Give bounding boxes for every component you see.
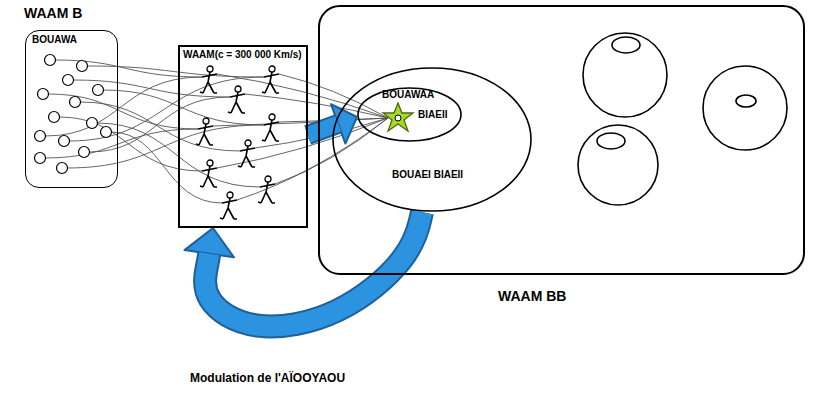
drawing-circle: [38, 89, 49, 100]
drawing-circle: [79, 147, 90, 158]
drawing-path: [89, 97, 230, 152]
ellipse-line: [358, 88, 461, 141]
edge-label: Modulation de l'AÏOOYAOU: [188, 371, 347, 385]
drawing-circle: [49, 112, 60, 123]
drawing-ellipse: [597, 133, 625, 149]
drawing-circle: [93, 85, 104, 96]
drawing-path: [237, 118, 388, 200]
node-title: WAAM BB: [498, 288, 566, 304]
drawing-circle: [35, 131, 46, 142]
ellipse-region: BOUAWAA BIAEII: [357, 87, 462, 142]
star: [383, 103, 413, 131]
drawing-path: [275, 118, 388, 184]
drawing-path: [111, 132, 222, 203]
region-box: WAAM BBBOUAEI BIAEIIBOUAWAABIAEII: [318, 5, 805, 275]
drawing-path: [245, 94, 388, 118]
star-center: [395, 115, 401, 121]
bouawa-dots: [35, 55, 112, 174]
drawing-circle: [59, 136, 70, 147]
ellipse-region: BOUAEI BIAEII BOUAWAA BIAEII: [332, 67, 532, 212]
drawing-use: [238, 140, 255, 167]
drawing-ellipse: [612, 37, 640, 53]
stick-figures: [196, 66, 279, 219]
drawing-use: [262, 114, 279, 141]
node-text: BOUAWA: [32, 34, 77, 46]
drawing-circle: [583, 33, 667, 117]
drawing-use: [200, 66, 217, 93]
arrow-shaft: [205, 212, 422, 326]
drawing-circle: [101, 127, 112, 138]
drawing-use: [228, 86, 245, 113]
arrow-head: [184, 228, 233, 257]
drawing-use: [196, 118, 213, 145]
drawing-circle: [77, 61, 88, 72]
node-title: WAAM B: [24, 5, 82, 21]
flow-arrow: [184, 212, 422, 326]
drawing-path: [45, 129, 198, 158]
drawing-path: [73, 80, 230, 97]
region-box: WAAM BBOUAWA: [25, 30, 118, 188]
drawing-path: [217, 74, 388, 118]
drawing-path: [67, 125, 264, 168]
drawing-circle: [703, 66, 787, 150]
node-title: BOUAWAA: [382, 89, 434, 101]
spheres: [578, 33, 787, 205]
drawing-path: [80, 102, 240, 151]
drawing-use: [220, 192, 237, 219]
node-title: BOUAEI BIAEII: [392, 169, 463, 181]
thin-lines: [45, 60, 388, 203]
drawing-circle: [57, 163, 68, 174]
drawing-circle: [45, 55, 56, 66]
ellipse-outline: [332, 67, 532, 212]
drawing-circle: [578, 125, 658, 205]
drawing-circle: [70, 97, 81, 108]
drawing-use: [200, 160, 217, 187]
drawing-path: [87, 66, 264, 77]
region-box: WAAM(c = 300 000 Km/s): [178, 45, 308, 228]
node-text: BIAEII: [418, 109, 447, 121]
drawing-circle: [63, 75, 74, 86]
drawing-use: [262, 66, 279, 93]
drawing-ellipse: [736, 95, 756, 107]
arrow-outline: [205, 212, 422, 326]
drawing-circle: [87, 118, 98, 129]
ellipse-line: [333, 68, 531, 211]
node-title: WAAM(c = 300 000 Km/s): [183, 49, 302, 61]
drawing-use: [258, 176, 275, 203]
drawing-circle: [35, 153, 46, 164]
drawing-path: [69, 77, 264, 141]
drawing-path: [59, 117, 202, 171]
